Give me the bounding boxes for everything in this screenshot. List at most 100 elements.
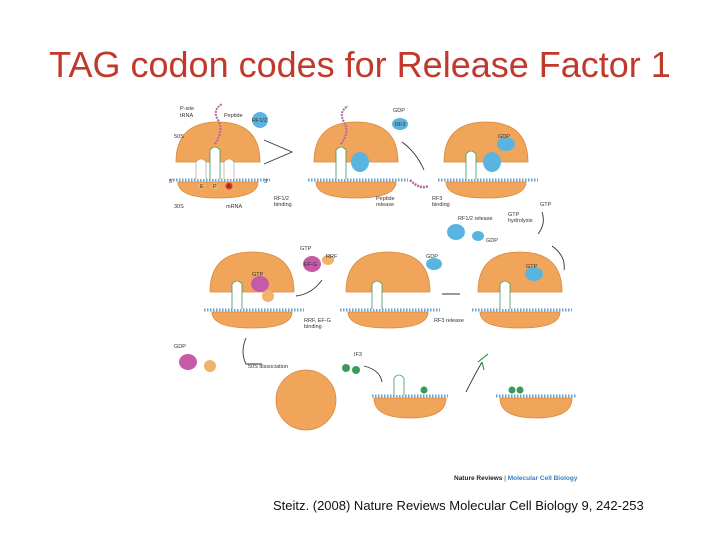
- rrf-label: RRF: [326, 254, 338, 260]
- rf3-bound: [525, 267, 543, 281]
- released-peptide: [409, 179, 429, 189]
- rrf-efg-binding-label-1: RRF, EF-G: [304, 318, 331, 324]
- p-site-trna: [231, 280, 243, 309]
- subunit-30s-label: 30S: [174, 204, 184, 210]
- gtp-hydrolysis-label-1: GTP: [508, 212, 520, 218]
- rrf-free: [322, 255, 334, 265]
- subunit-30s-with-if3: [372, 374, 448, 419]
- arrow-rf3-binding: [401, 141, 425, 171]
- p-site-trna: [465, 150, 477, 179]
- large-subunit-50s: [443, 121, 529, 163]
- ribosome-rf12-bound: [308, 105, 408, 199]
- trna-label: tRNA: [180, 113, 193, 119]
- p-site-trna: [335, 146, 347, 179]
- credit-section: Molecular Cell Biology: [508, 475, 578, 482]
- rf3-gdp-free: GDP RF3: [392, 108, 408, 130]
- gdp-label: GDP: [393, 108, 405, 114]
- if3-bound-1: [420, 386, 428, 394]
- small-subunit-30s: [479, 311, 561, 329]
- figure-citation: Steitz. (2008) Nature Reviews Molecular …: [273, 498, 644, 513]
- ribosome-initial-state: E P A 5' 3' P-site tRNA Peptide 50S 30S …: [169, 103, 270, 210]
- if3-bound-1: [508, 386, 516, 394]
- figure-credit: Nature Reviews | Molecular Cell Biology: [454, 475, 578, 482]
- peptide-label: Peptide: [224, 113, 243, 119]
- rrf-released: [204, 360, 216, 372]
- ribosome-rrf-efg-bound: GTP: [204, 251, 304, 329]
- gdp-bound-label: GDP: [498, 134, 510, 140]
- if3-domain-2: [352, 366, 360, 374]
- free-50s-subunit: [275, 369, 337, 431]
- rf12-binding-label-2: binding: [274, 202, 292, 208]
- p-site-trna: [209, 146, 221, 179]
- peptide-release-label-2: release: [376, 202, 394, 208]
- site-a-label: A: [227, 184, 231, 190]
- if3-bound-2: [516, 386, 524, 394]
- rf3-release-label: RF3 release: [434, 318, 464, 324]
- small-subunit-30s: [499, 397, 573, 419]
- nascent-peptide: [214, 103, 223, 145]
- released-trna: [477, 353, 489, 371]
- rf12-released: [447, 224, 465, 240]
- large-subunit-50s: [313, 121, 399, 163]
- site-p-label: P: [213, 184, 217, 190]
- small-subunit-30s: [445, 181, 527, 199]
- site-e-label: E: [200, 184, 204, 190]
- rf3-label: RF3: [395, 122, 405, 128]
- mrna-label: mRNA: [226, 204, 243, 210]
- gtp-hydrolysis-label-2: hydrolysis: [508, 218, 533, 224]
- arrow-if3-binding: [363, 365, 383, 383]
- rf12-bound: [351, 152, 369, 172]
- rf3-released: [426, 258, 442, 270]
- p-site-label: P-site: [180, 106, 194, 112]
- ribosome-rf3-gtp-bound: GTP: [472, 251, 572, 329]
- efg-free: [303, 256, 321, 272]
- rf12-label: RF1/2: [252, 118, 267, 124]
- arrow-50s-dissociation: [242, 337, 262, 365]
- slide-title: TAG codon codes for Release Factor 1: [49, 44, 671, 85]
- rf3-binding-label-1: RF3: [432, 196, 442, 202]
- a-site-marker: [225, 182, 233, 190]
- arrow-rf12-binding: [263, 139, 294, 165]
- a-site-slot: [223, 158, 235, 179]
- gtp-rf3-label: GTP: [526, 264, 538, 270]
- credit-journal: Nature Reviews: [454, 475, 503, 482]
- large-subunit-50s: [477, 251, 563, 293]
- small-subunit-30s: [373, 397, 447, 419]
- subunit-50s-label: 50S: [174, 134, 184, 140]
- dissociation-50s-label: 50S dissociation: [248, 364, 288, 370]
- e-site-trna-slot: [195, 158, 207, 179]
- efg-released: [179, 354, 197, 370]
- termination-cycle-diagram: E P A 5' 3' P-site tRNA Peptide 50S 30S …: [169, 103, 578, 482]
- rf12-release-label: RF1/2 release: [458, 216, 493, 222]
- rf12-released-part: [472, 231, 484, 241]
- rf12-factor-free: RF1/2: [252, 112, 268, 128]
- credit-separator: |: [502, 475, 507, 482]
- peptide-release-label-1: Peptide: [376, 196, 395, 202]
- large-subunit-50s: [175, 121, 261, 163]
- rf12-blob: [252, 112, 268, 128]
- efg-rrf-free: GTP EF-G RRF: [300, 246, 338, 272]
- arrow-trna-release: [465, 361, 483, 393]
- rf12-bound: [483, 152, 501, 172]
- rrf-efg-binding-label-2: binding: [304, 324, 322, 330]
- arrow-gtp-exchange: [551, 245, 565, 271]
- rf3-bound: [497, 137, 515, 151]
- small-subunit-30s: [177, 181, 259, 199]
- gdp-released-label: GDP: [486, 238, 498, 244]
- large-subunit-50s: [209, 251, 295, 293]
- ribosome-recycling-figure: E P A 5' 3' P-site tRNA Peptide 50S 30S …: [166, 100, 586, 488]
- nascent-peptide: [340, 105, 349, 145]
- gdp-efg-label: GDP: [174, 344, 186, 350]
- arrow-gtp-hydrolysis: [537, 211, 544, 235]
- p-site-trna: [393, 374, 405, 395]
- large-subunit-50s: [345, 251, 431, 293]
- gtp-label-top: GTP: [540, 202, 552, 208]
- five-prime-label: 5': [169, 179, 173, 185]
- small-subunit-30s: [315, 181, 397, 199]
- efg-bound: [251, 276, 269, 292]
- gdp-rf3-released-label: GDP: [426, 254, 438, 260]
- gtp-free-label: GTP: [300, 246, 312, 252]
- if3-factor: IF3: [342, 352, 362, 374]
- subunit-30s-final: [496, 386, 576, 419]
- rrf-bound: [262, 290, 274, 302]
